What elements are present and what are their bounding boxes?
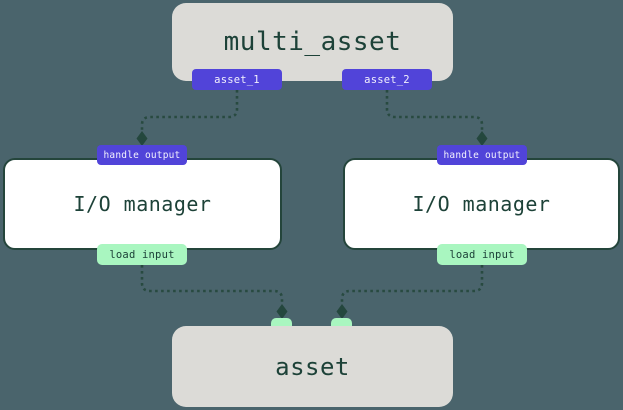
node-io-manager-right: I/O manager (343, 158, 620, 250)
diamond-arrowhead-icon (336, 304, 348, 319)
node-asset: asset (172, 326, 453, 407)
diamond-arrowhead-icon (476, 131, 488, 146)
edge-left-io-to-asset (140, 265, 284, 304)
node-io-manager-left: I/O manager (3, 158, 282, 250)
handle-output-badge-right: handle output (437, 145, 527, 165)
multi-asset-label: multi_asset (223, 27, 402, 57)
asset-label: asset (275, 352, 350, 381)
handle-output-badge-left: handle output (97, 145, 187, 165)
edge-asset1-to-left-io (140, 90, 239, 131)
edge-asset2-to-right-io (385, 90, 484, 131)
node-multi-asset: multi_asset (172, 3, 453, 81)
edge-right-io-to-asset (340, 265, 484, 304)
asset-2-output-badge: asset_2 (342, 69, 432, 90)
io-manager-left-label: I/O manager (73, 192, 212, 216)
io-manager-right-label: I/O manager (412, 192, 551, 216)
diamond-arrowhead-icon (136, 131, 148, 146)
load-input-badge-left: load input (97, 244, 187, 265)
asset-1-output-badge: asset_1 (192, 69, 282, 90)
load-input-badge-right: load input (437, 244, 527, 265)
diamond-arrowhead-icon (276, 304, 288, 319)
